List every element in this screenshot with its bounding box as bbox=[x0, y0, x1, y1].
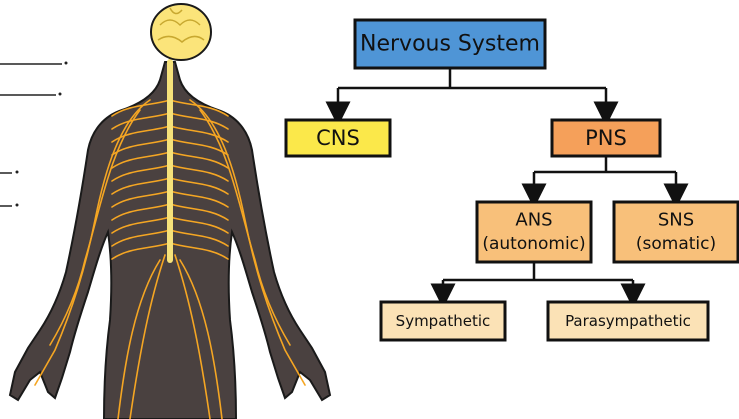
node-parasympathetic: Parasympathetic bbox=[548, 302, 708, 340]
answer-blanks bbox=[0, 64, 62, 206]
human-figure bbox=[10, 4, 330, 419]
node-label: CNS bbox=[316, 126, 360, 150]
node-label: SNS bbox=[658, 210, 694, 231]
blank-period bbox=[16, 204, 19, 207]
node-nervous-system: Nervous System bbox=[355, 20, 545, 68]
blank-period bbox=[59, 93, 62, 96]
node-label: ANS bbox=[515, 210, 552, 231]
node-label: Sympathetic bbox=[396, 312, 491, 330]
brain bbox=[151, 4, 211, 60]
blank-period bbox=[16, 171, 19, 174]
node-label: PNS bbox=[585, 126, 627, 150]
blank-period bbox=[65, 62, 68, 65]
node-label: Nervous System bbox=[360, 32, 540, 57]
node-sublabel: (somatic) bbox=[636, 234, 716, 254]
node-label: Parasympathetic bbox=[565, 312, 691, 330]
node-pns: PNS bbox=[552, 120, 660, 156]
node-sympathetic: Sympathetic bbox=[381, 302, 505, 340]
node-ans: ANS (autonomic) bbox=[477, 202, 591, 262]
node-cns: CNS bbox=[286, 120, 390, 156]
node-sns: SNS (somatic) bbox=[614, 202, 738, 262]
node-sublabel: (autonomic) bbox=[482, 234, 585, 254]
